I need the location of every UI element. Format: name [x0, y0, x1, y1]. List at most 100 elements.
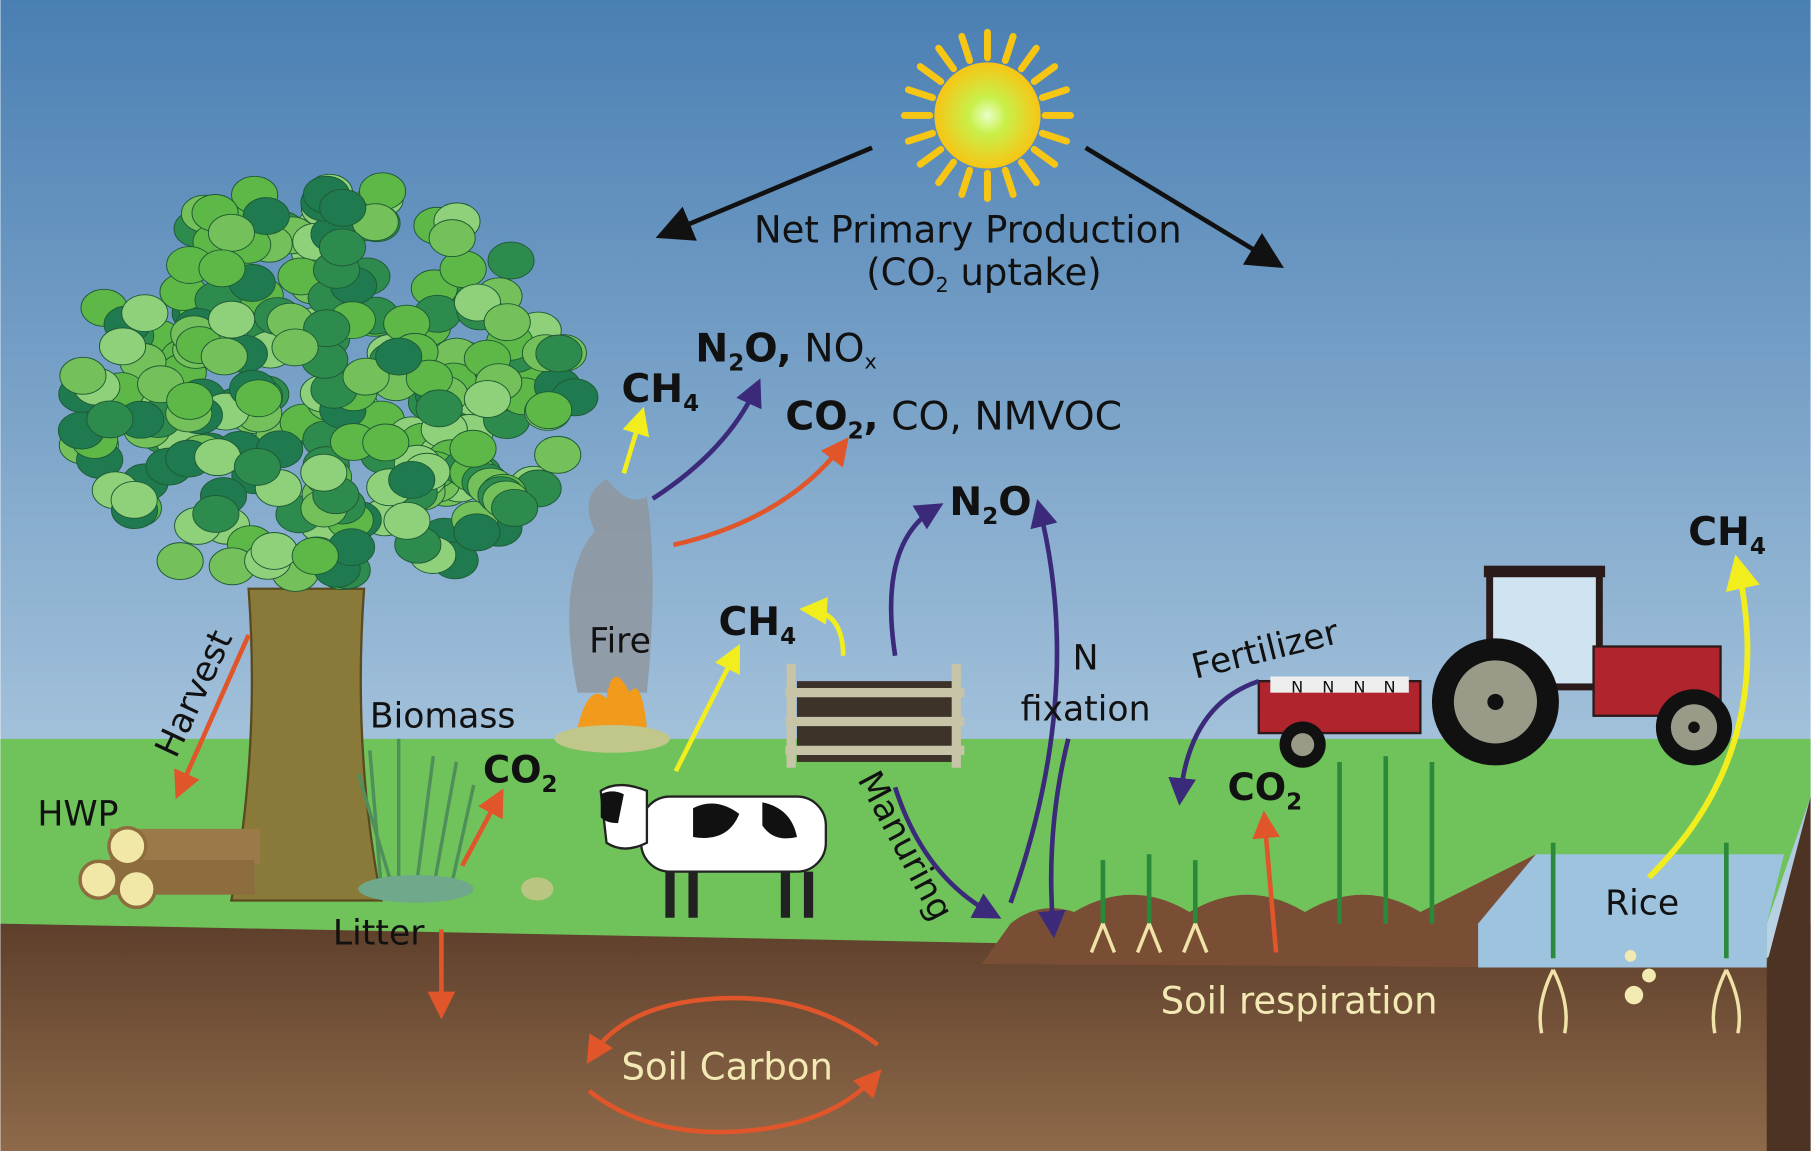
fire-ch4-arrow — [621, 406, 650, 474]
fire-icon — [554, 479, 670, 753]
manure-n2o-arrow — [888, 503, 944, 657]
fertilizer-bags: N N N N — [1270, 676, 1409, 697]
soil-co2-label: CO2 — [1228, 766, 1303, 815]
tree-leaf — [383, 501, 431, 540]
soil-side — [1766, 796, 1811, 1151]
rice-label: Rice — [1605, 883, 1679, 923]
tree-leaf — [200, 337, 248, 376]
tree-leaf — [487, 241, 535, 280]
svg-text:N: N — [1383, 678, 1395, 697]
npp-uptake-label: (CO2 uptake) — [866, 251, 1101, 297]
sun-ray — [958, 32, 974, 65]
tree-leaf — [342, 357, 390, 396]
sun-ray — [916, 145, 945, 168]
fire-n2o-nox-label: N2O, NOx — [695, 326, 876, 376]
tree-leaf — [534, 435, 582, 474]
tree-leaf — [207, 213, 256, 252]
n-fixation-arrow — [1037, 738, 1071, 939]
sun-ray — [1038, 86, 1070, 102]
manure-ch4-arrow — [799, 596, 846, 656]
sun-ray — [1001, 32, 1017, 65]
tree-leaf — [291, 536, 339, 575]
harvest-arrow — [174, 634, 251, 800]
tree-leaf — [242, 197, 290, 236]
tree-leaf — [86, 400, 134, 439]
fire-ch4-label: CH4 — [622, 367, 700, 417]
tree-leaf — [166, 381, 214, 420]
soil-cross-section — [0, 923, 1811, 1151]
n-fixation-label-1: N — [1073, 639, 1099, 679]
crop-roots — [1089, 922, 1742, 1034]
tree — [57, 172, 599, 902]
tree-leaf — [59, 356, 107, 395]
manuring-arrow — [892, 786, 1002, 919]
svg-text:Net Primary Production: Net Primary Production — [754, 208, 1182, 251]
litter-label: Litter — [333, 913, 425, 953]
rice-ch4-arrow — [1646, 554, 1760, 880]
sun-ray — [958, 166, 974, 198]
sun-ray — [1038, 129, 1070, 145]
crops — [1100, 756, 1729, 959]
biomass-co2-arrow — [460, 788, 504, 867]
npp-arrow-left — [655, 145, 873, 241]
tree-leaf — [525, 391, 573, 430]
soil-carbon-cycle-arrow-top — [586, 995, 880, 1065]
harvested-wood-logs — [78, 826, 261, 910]
npp-label: Net Primary Production — [754, 208, 1182, 251]
soil-carbon-label: Soil Carbon — [622, 1045, 833, 1088]
tree-leaf — [318, 228, 367, 267]
tree-leaf — [535, 334, 583, 373]
rice-ch4-label: CH4 — [1688, 510, 1766, 560]
biomass-co2-label: CO2 — [483, 749, 558, 798]
tree-leaf — [449, 429, 497, 468]
npp-arrow-right — [1084, 145, 1284, 269]
sun-ray — [1001, 166, 1017, 198]
manure-n2o-label: N2O — [949, 480, 1031, 530]
soil-respiration-label: Soil respiration — [1161, 980, 1438, 1023]
cow-ch4-arrow — [673, 644, 740, 773]
n-fixation-label-2: fixation — [1021, 689, 1151, 729]
soil-respiration-arrow — [1252, 810, 1280, 953]
tree-leaf — [388, 460, 436, 499]
sun-ray — [935, 158, 958, 187]
sun-ray — [904, 86, 937, 102]
tree-leaf — [235, 379, 283, 418]
manure-pile — [785, 663, 965, 768]
tree-leaf — [271, 328, 319, 367]
svg-text:N: N — [1291, 678, 1303, 697]
tree-leaf — [121, 294, 169, 333]
sun-ray — [1030, 145, 1059, 168]
cow-ch4-label: CH4 — [718, 600, 796, 650]
fertilizer-arrow — [1168, 678, 1260, 806]
fire-n2o-arrow — [651, 378, 762, 501]
tree-leaf — [194, 438, 242, 477]
sun-ray — [1017, 158, 1040, 187]
tilled-field — [981, 854, 1536, 968]
soil-n2o-arrow — [1008, 499, 1060, 904]
sun-ray — [1017, 44, 1040, 73]
fire-co2-label: CO2, CO, NMVOC — [785, 394, 1122, 444]
svg-text:N: N — [1322, 678, 1334, 697]
svg-text:N: N — [1353, 678, 1365, 697]
tree-leaf — [362, 423, 410, 462]
tree-leaf — [491, 488, 539, 527]
tree-leaf — [483, 303, 531, 342]
hwp-label: HWP — [37, 794, 118, 834]
sun-ray — [935, 44, 958, 73]
sun-ray — [1030, 63, 1059, 85]
methane-bubbles — [1624, 950, 1656, 1005]
sun-icon — [900, 28, 1075, 203]
tree-leaf — [156, 542, 204, 581]
tree-leaf — [300, 453, 348, 492]
tree-leaf — [192, 494, 240, 533]
tree-leaf — [233, 447, 282, 486]
tree-leaf — [98, 327, 147, 366]
sun-ray — [916, 63, 945, 85]
tree-leaf — [415, 389, 463, 428]
soil-carbon-cycle-arrow-bottom — [587, 1069, 882, 1135]
fire-label: Fire — [589, 621, 651, 661]
litter — [358, 875, 554, 903]
sun-ray — [904, 129, 937, 145]
